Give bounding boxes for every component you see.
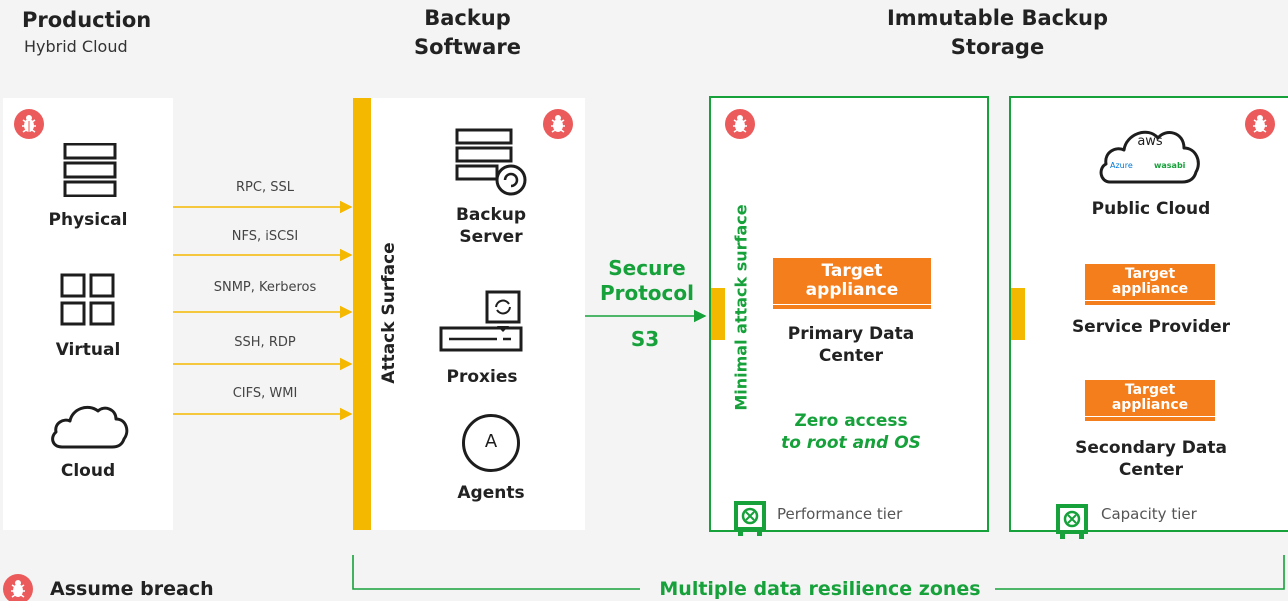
agents-icon: A (462, 414, 520, 472)
proxies-label: Proxies (446, 367, 518, 387)
backup-server-icon (455, 128, 527, 196)
production-header: Production (22, 8, 152, 32)
target-appliance-badge-2: Target appliance (1085, 380, 1215, 421)
public-cloud-label: Public Cloud (1091, 199, 1211, 219)
backup-software-panel: Attack Surface Backup Server Proxies A A… (353, 98, 585, 530)
secondary-data-center-label: Secondary Data Center (1075, 438, 1227, 480)
agents-label: Agents (457, 483, 525, 503)
server-stack-icon (63, 143, 117, 197)
immutable-storage-header: Immutable Backup Storage (886, 6, 1109, 59)
attack-surface-bar (353, 98, 371, 530)
azure-logo-text: Azure (1110, 161, 1133, 170)
cloud-label: Cloud (60, 461, 116, 481)
virtual-label: Virtual (55, 340, 121, 360)
secondary-storage-panel: aws Azure wasabi Public Cloud Target app… (1009, 96, 1288, 539)
bug-icon (1245, 109, 1275, 139)
secondary-attack-bar (1011, 288, 1025, 340)
vault-icon (734, 501, 766, 536)
vault-icon (1056, 504, 1088, 539)
backup-server-label: Backup Server (455, 205, 527, 247)
minimal-attack-surface-label: Minimal attack surface (731, 204, 751, 411)
performance-tier-label: Performance tier (777, 505, 903, 523)
public-cloud-logo: aws Azure wasabi (1096, 120, 1204, 186)
production-subheader: Hybrid Cloud (24, 37, 128, 56)
s3-arrow (585, 309, 707, 323)
wasabi-logo-text: wasabi (1154, 161, 1186, 170)
protocol-label-snmp: SNMP, Kerberos (213, 280, 317, 295)
physical-label: Physical (48, 210, 128, 230)
agents-icon-glyph: A (484, 431, 498, 452)
bug-icon (14, 109, 44, 139)
protocol-label-rpc: RPC, SSL (236, 180, 294, 195)
secure-protocol-label: Secure Protocol (599, 256, 694, 305)
aws-logo-text: aws (1137, 134, 1163, 149)
zero-access-subtext: to root and OS (781, 433, 921, 453)
virtual-grid-icon (60, 273, 115, 326)
primary-data-center-label: Primary Data Center (787, 324, 915, 366)
production-panel: Physical Virtual Cloud (3, 98, 173, 530)
bug-icon (725, 109, 755, 139)
resilience-zones-label: Multiple data resilience zones (659, 578, 981, 600)
target-appliance-badge: Target appliance (773, 258, 931, 309)
protocol-label-ssh: SSH, RDP (234, 335, 296, 350)
s3-label: S3 (630, 327, 660, 351)
target-appliance-badge-1: Target appliance (1085, 264, 1215, 305)
cloud-icon (51, 405, 129, 449)
primary-data-center-panel: Minimal attack surface Target appliance … (709, 96, 989, 536)
capacity-tier-label: Capacity tier (1101, 505, 1197, 523)
cloud-outline-icon (1099, 130, 1200, 184)
resilience-zones-bracket (352, 555, 1285, 590)
backup-software-header: Backup Software (414, 6, 521, 59)
assume-breach-label: Assume breach (50, 578, 214, 600)
attack-surface-label: Attack Surface (379, 242, 399, 384)
protocol-label-cifs: CIFS, WMI (232, 386, 298, 401)
protocol-arrows (173, 200, 353, 421)
bug-icon (543, 109, 573, 139)
assume-breach-bug-icon (3, 574, 33, 601)
service-provider-label: Service Provider (1071, 317, 1231, 337)
protocol-label-nfs: NFS, iSCSI (231, 229, 299, 244)
proxy-icon (439, 290, 523, 352)
minimal-attack-bar (711, 288, 725, 340)
zero-access-label: Zero access (794, 411, 908, 431)
